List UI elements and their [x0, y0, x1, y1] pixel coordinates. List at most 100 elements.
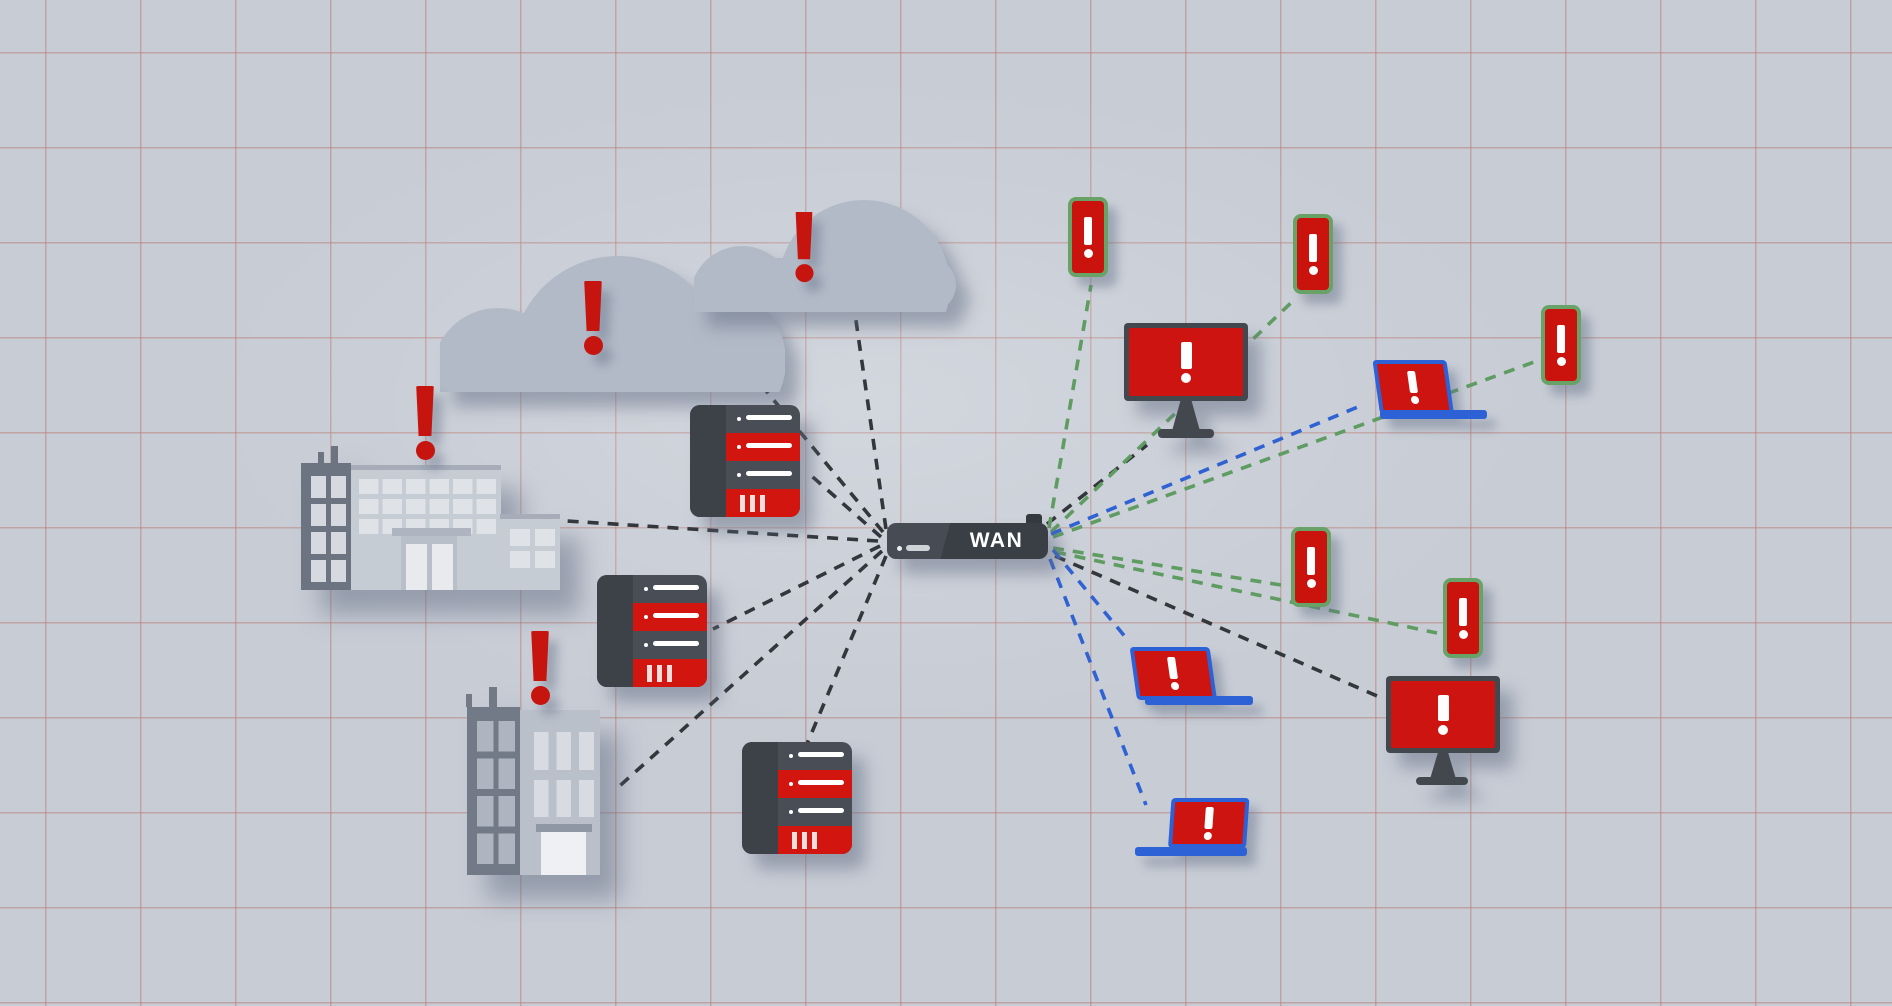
alert-bar: [1180, 341, 1192, 369]
laptop-base: [1145, 696, 1253, 705]
alert-screen: [1129, 328, 1243, 396]
alert-dot: [1438, 724, 1448, 735]
server-b: [597, 575, 707, 687]
alert-icon: [1545, 309, 1577, 381]
alert-dot: [1458, 629, 1468, 639]
alert-dot: [1203, 831, 1213, 840]
alert-dot: [415, 441, 435, 460]
slot-handle: [746, 471, 792, 476]
slot-handle: [653, 585, 699, 590]
alert-bar: [416, 386, 434, 436]
building-b-entrance-canopy: [536, 824, 592, 832]
alert-dot: [794, 264, 814, 283]
phone-c: [1541, 305, 1581, 385]
connection-wan-cloud-b: [847, 271, 888, 530]
led-dot-icon: [737, 445, 741, 449]
alert-bar: [1406, 370, 1418, 393]
alert-icon: [1447, 582, 1479, 654]
server-a: [690, 405, 800, 517]
alert-bar: [1204, 806, 1214, 829]
cloud-a: [440, 256, 785, 392]
server-slot-alert: [726, 433, 800, 461]
building-b-antenna: [489, 687, 497, 707]
led-dot-icon: [644, 615, 648, 619]
alert-icon: [530, 631, 550, 705]
alert-bar: [531, 631, 549, 681]
slot-handle: [746, 415, 792, 420]
vent-icon: [740, 495, 765, 512]
alert-dot: [530, 686, 550, 705]
alert-dot: [1083, 248, 1093, 258]
alert-dot: [1306, 578, 1316, 588]
wan-router: WAN: [885, 512, 1050, 560]
building-a: [296, 444, 562, 590]
alert-bar: [1307, 546, 1315, 575]
building-a-tower-windows: [306, 470, 346, 582]
monitor-base: [1158, 429, 1214, 438]
wan-label: WAN: [969, 529, 1024, 552]
monitor-base: [1416, 777, 1468, 785]
laptop-b: [1129, 643, 1256, 709]
alert-screen: [1372, 360, 1454, 414]
server-c: [742, 742, 852, 854]
alert-dot: [1556, 356, 1566, 366]
alert-dot: [1308, 265, 1318, 275]
server-side-panel: [597, 575, 633, 687]
building-b-tower-windows: [472, 714, 515, 864]
laptop-base: [1135, 847, 1247, 856]
monitor-b: [1386, 676, 1504, 786]
router-port: [906, 545, 930, 551]
building-b-door: [541, 832, 586, 875]
building-a-facade-windows: [355, 474, 497, 534]
laptop-c: [1130, 793, 1256, 861]
phone-d: [1291, 527, 1331, 607]
alert-screen: [1168, 798, 1250, 848]
led-dot-icon: [737, 417, 741, 421]
phone-b: [1293, 214, 1333, 294]
laptop-a: [1372, 356, 1492, 422]
server-slot: [726, 405, 800, 433]
alert-dot: [583, 336, 603, 355]
laptop-base: [1380, 410, 1487, 419]
server-slot: [778, 798, 852, 826]
building-a-door-panel: [432, 544, 453, 590]
alert-bar: [795, 211, 813, 260]
alert-bar: [1309, 233, 1317, 262]
led-dot-icon: [644, 587, 648, 591]
connection-wan-laptop-a: [1050, 402, 1366, 536]
slot-handle: [653, 641, 699, 646]
led-dot-icon: [737, 473, 741, 477]
alert-dot: [1170, 682, 1180, 690]
alert-screen: [1129, 647, 1217, 700]
alert-screen: [1391, 681, 1495, 748]
alert-icon: [1129, 328, 1243, 396]
alert-icon: [1297, 218, 1329, 290]
alert-icon: [1391, 681, 1495, 748]
building-b: [462, 682, 602, 877]
slot-handle: [798, 780, 844, 785]
alert-bar: [1437, 694, 1449, 721]
server-slot-alert: [633, 603, 707, 631]
alert-bar: [1084, 216, 1092, 245]
server-slot-alert: [778, 770, 852, 798]
slot-handle: [798, 752, 844, 757]
connection-wan-laptop-c: [1048, 558, 1148, 806]
alert-icon: [1134, 651, 1212, 696]
server-side-panel: [742, 742, 778, 854]
connection-wan-server-a: [805, 470, 883, 539]
alert-icon: [583, 281, 603, 355]
building-a-antenna: [318, 452, 324, 466]
slot-handle: [798, 808, 844, 813]
building-a-annex-windows: [505, 524, 555, 568]
server-side-panel: [690, 405, 726, 517]
slot-handle: [653, 613, 699, 618]
alert-bar: [1459, 597, 1467, 626]
router-body: [887, 523, 1048, 559]
monitor-a: [1124, 323, 1252, 445]
building-a-entrance-canopy: [392, 528, 471, 536]
server-slot: [633, 631, 707, 659]
server-slot: [633, 575, 707, 603]
led-dot-icon: [897, 546, 902, 551]
led-dot-icon: [789, 754, 793, 758]
